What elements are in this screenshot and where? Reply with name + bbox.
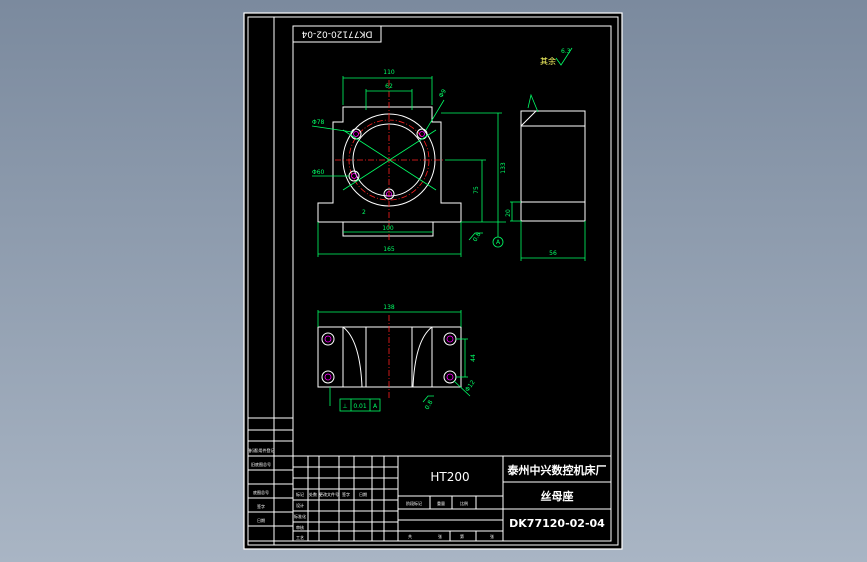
top-hole-2 xyxy=(321,370,335,384)
top-outline xyxy=(317,326,462,388)
dim-100: 100 xyxy=(382,225,394,232)
sheet-label-1: 张 xyxy=(438,533,442,539)
dim-56: 56 xyxy=(549,250,557,257)
top-view: 138 44 Φ12 ⊥ 0.01 A 0.8 xyxy=(317,304,477,412)
row-label-3: 签字 xyxy=(342,491,350,497)
top-hole-1 xyxy=(321,332,335,346)
dim-138: 138 xyxy=(383,304,395,311)
row2-label-3: 工艺 xyxy=(296,535,304,540)
left-label-1: 旧底图总号 xyxy=(251,461,271,467)
row-label-2: 更改文件号 xyxy=(319,491,339,497)
dim-bore: Φ78 xyxy=(312,119,325,126)
drawing-number: DK77120-02-04 xyxy=(509,517,605,530)
datum-letter: A xyxy=(496,239,501,246)
roughness-prefix: 其余 xyxy=(540,56,556,66)
tolerance-datum: A xyxy=(373,403,378,410)
side-view: 20 56 xyxy=(505,93,586,261)
roughness-note: 其余 6.3 xyxy=(540,47,573,66)
dim-44: 44 xyxy=(470,354,477,362)
sheet-label-2: 第 xyxy=(460,533,464,539)
code-top-text: DK77120-02-04 xyxy=(301,29,372,39)
code-box-top: DK77120-02-04 xyxy=(292,25,382,43)
left-label-4: 日期 xyxy=(257,517,265,523)
dim-step: 2 xyxy=(362,209,366,216)
front-view: 110 62 Φ78 Φ60 Φ9 133 75 2 0.8 A 100 xyxy=(311,69,507,257)
front-flatness: 0.8 xyxy=(472,231,483,243)
stage-label-1: 重量 xyxy=(437,500,445,506)
roughness-value: 6.3 xyxy=(561,48,571,55)
front-outline xyxy=(317,106,462,223)
front-slot xyxy=(342,221,434,237)
row-label-0: 标记 xyxy=(296,491,304,497)
dim-110: 110 xyxy=(383,69,395,76)
row2-label-2: 审核 xyxy=(296,524,304,530)
sheet-label-3: 张 xyxy=(490,533,494,539)
roughness-symbol xyxy=(555,47,573,66)
dim-62: 62 xyxy=(385,83,393,90)
tolerance-symbol: ⊥ xyxy=(342,403,347,410)
company-name: 泰州中兴数控机床厂 xyxy=(507,463,607,477)
title-block: HT200 泰州中兴数控机床厂 丝母座 DK77120-02-04 阶段标记 重… xyxy=(247,417,612,542)
material-text: HT200 xyxy=(430,470,469,484)
sheet-inner-border xyxy=(247,16,619,546)
dim-165: 165 xyxy=(383,246,395,253)
side-outline xyxy=(520,110,586,222)
dim-20: 20 xyxy=(505,209,512,217)
tolerance-value: 0.01 xyxy=(353,403,367,410)
stage-label-2: 比例 xyxy=(460,500,468,506)
dim-133: 133 xyxy=(500,162,507,174)
row-label-1: 处数 xyxy=(309,491,317,497)
sheet-border xyxy=(243,12,623,550)
top-flatness: 0.8 xyxy=(424,399,435,411)
dim-75: 75 xyxy=(473,186,480,194)
left-label-3: 签字 xyxy=(257,503,265,509)
bolt-hole-1 xyxy=(350,128,362,140)
left-label-0: 借(通)用件登记 xyxy=(247,447,274,453)
row2-label-0: 设计 xyxy=(296,502,304,508)
dim-hole: Φ9 xyxy=(438,88,448,99)
row-label-4: 日期 xyxy=(359,491,367,497)
left-label-2: 底图总号 xyxy=(253,489,269,495)
sheet-label-0: 共 xyxy=(408,533,412,539)
row2-label-1: 标准化 xyxy=(294,513,306,519)
dim-pcd: Φ60 xyxy=(312,169,325,176)
stage-label-0: 阶段标记 xyxy=(406,500,422,506)
part-name: 丝母座 xyxy=(541,489,574,503)
tolerance-frame xyxy=(339,398,381,412)
